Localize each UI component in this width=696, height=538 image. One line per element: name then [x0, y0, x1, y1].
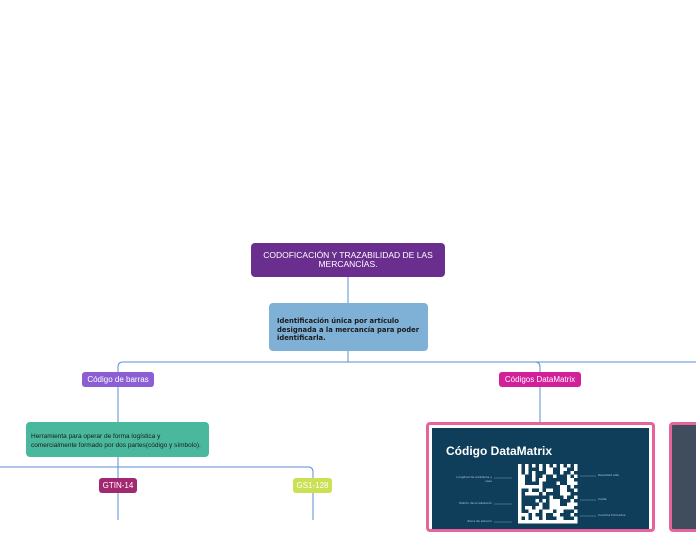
connector-horizontal: [117, 361, 696, 372]
topic-codigos-datamatrix[interactable]: Códigos DataMatrix: [499, 372, 581, 387]
barcode-detail-text: Herramienta para operar de forma logísti…: [31, 433, 201, 449]
connector-children: [0, 466, 314, 478]
second-image-card[interactable]: [669, 422, 696, 532]
connector-lines: [0, 277, 696, 520]
topic-gtin-14[interactable]: GTIN-14: [99, 478, 137, 493]
datamatrix-infographic: Código DataMatrix Longitud de emblema y …: [432, 428, 649, 529]
topic-codigo-de-barras-label: Código de barras: [87, 375, 149, 384]
callout-left-2: Patrón de localización: [459, 501, 492, 505]
callout-right-1: Densidad alta: [598, 473, 619, 477]
root-topic[interactable]: CODOFICACIÓN Y TRAZABILIDAD DE LAS MERCA…: [251, 243, 445, 277]
datamatrix-code-graphic: [494, 464, 596, 524]
callout-left-1: Longitud de emblema y caso: [456, 475, 492, 483]
topic-gtin-14-label: GTIN-14: [102, 481, 134, 490]
root-topic-label: CODOFICACIÓN Y TRAZABILIDAD DE LAS MERCA…: [263, 250, 433, 269]
description-text: Identificación única por artículo design…: [277, 317, 420, 342]
topic-codigos-datamatrix-label: Códigos DataMatrix: [504, 375, 576, 384]
connector-to-datamatrix: [534, 361, 541, 372]
callout-right-2: Celda: [598, 497, 607, 501]
callout-right-3: Cuadros formados: [598, 513, 626, 517]
topic-gs1-128[interactable]: GS1-128: [293, 478, 332, 493]
description-node[interactable]: Identificación única por artículo design…: [269, 303, 428, 351]
datamatrix-image-title: Código DataMatrix: [446, 444, 553, 458]
barcode-detail-node[interactable]: Herramienta para operar de forma logísti…: [26, 422, 209, 457]
topic-gs1-128-label: GS1-128: [296, 481, 329, 490]
datamatrix-image-card[interactable]: Código DataMatrix Longitud de emblema y …: [426, 422, 655, 532]
topic-codigo-de-barras[interactable]: Código de barras: [82, 372, 154, 387]
